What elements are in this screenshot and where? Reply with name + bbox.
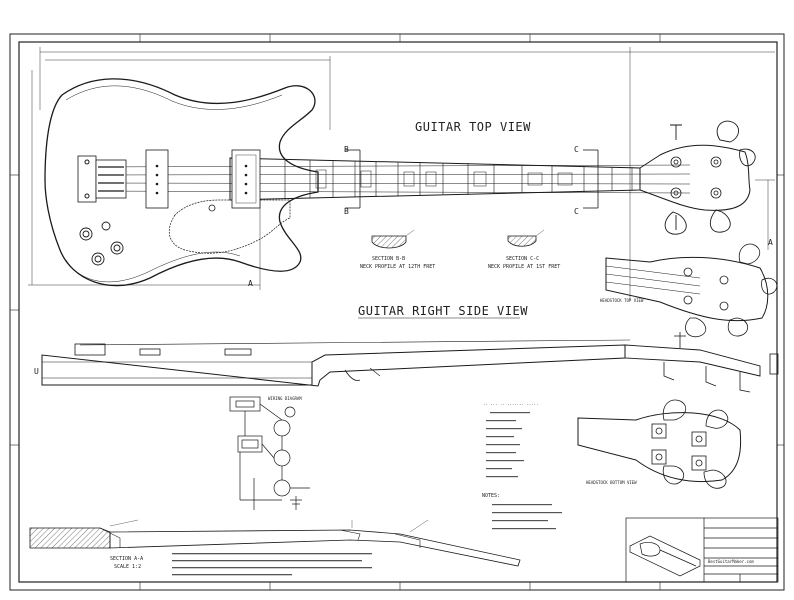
side-view-title: GUITAR RIGHT SIDE VIEW [358,304,528,318]
bridge-assembly [77,155,127,203]
section-bb-note: NECK PROFILE AT 12TH FRET [360,264,435,270]
notes-heading: NOTES: [482,493,500,499]
wiring-diagram [229,396,310,510]
section-aa-scale: SCALE 1:2 [114,564,141,570]
section-marker-c-top: C [574,145,579,154]
section-marker-a-body: A [248,279,253,288]
top-view-title: GUITAR TOP VIEW [415,120,531,134]
wiring-diagram-label: WIRING DIAGRAM [268,396,302,401]
control-knobs [79,221,124,266]
title-block [625,517,779,583]
headstock-top [639,120,756,235]
section-cc-profile [507,229,545,247]
outer-border [9,33,785,591]
neck-pickup-poles [244,164,248,195]
bridge-pickup [145,149,169,209]
section-lines [345,149,599,209]
guitar-side-view [41,332,779,393]
headstock-bottom-view [577,399,742,489]
guitar-neck-top [89,157,691,201]
headstock-top-view [605,243,778,338]
section-marker-b-bottom: B [344,207,349,216]
section-cc-note: NECK PROFILE AT 1ST FRET [488,264,560,270]
pickguard [168,199,291,254]
section-marker-b-top: B [344,145,349,154]
section-cc-label: SECTION C-C [506,256,539,262]
guitar-body-outline [44,78,319,287]
headstock-top-view-label: HEADSTOCK TOP VIEW [600,298,644,303]
section-marker-a-head: A [768,238,773,247]
title-block-site: BestGuitarMaker.com [708,559,754,564]
headstock-bottom-view-label: HEADSTOCK BOTTOM VIEW [586,480,637,485]
neck-pickup-inner [235,154,257,204]
neck-pickup [231,149,261,209]
section-aa-label: SECTION A-A [110,556,143,562]
body-binding-bottom [65,251,241,283]
bridge-pickup-poles [155,164,159,195]
section-aa-notes [172,553,372,576]
zone-ticks [10,34,784,590]
notes-lines [486,412,562,530]
section-bb-label: SECTION B-B [372,256,405,262]
body-binding-top [65,85,283,110]
section-marker-c-bottom: C [574,207,579,216]
section-aa-profile [29,519,521,567]
overall-dimensions [28,47,775,300]
selector-switch [208,204,216,212]
notes-top-heading: ·· ··· ·· ······· ····· [483,402,538,407]
side-view-end-marker: U [34,367,39,376]
section-bb-profile [371,229,415,249]
inner-border [18,41,778,583]
